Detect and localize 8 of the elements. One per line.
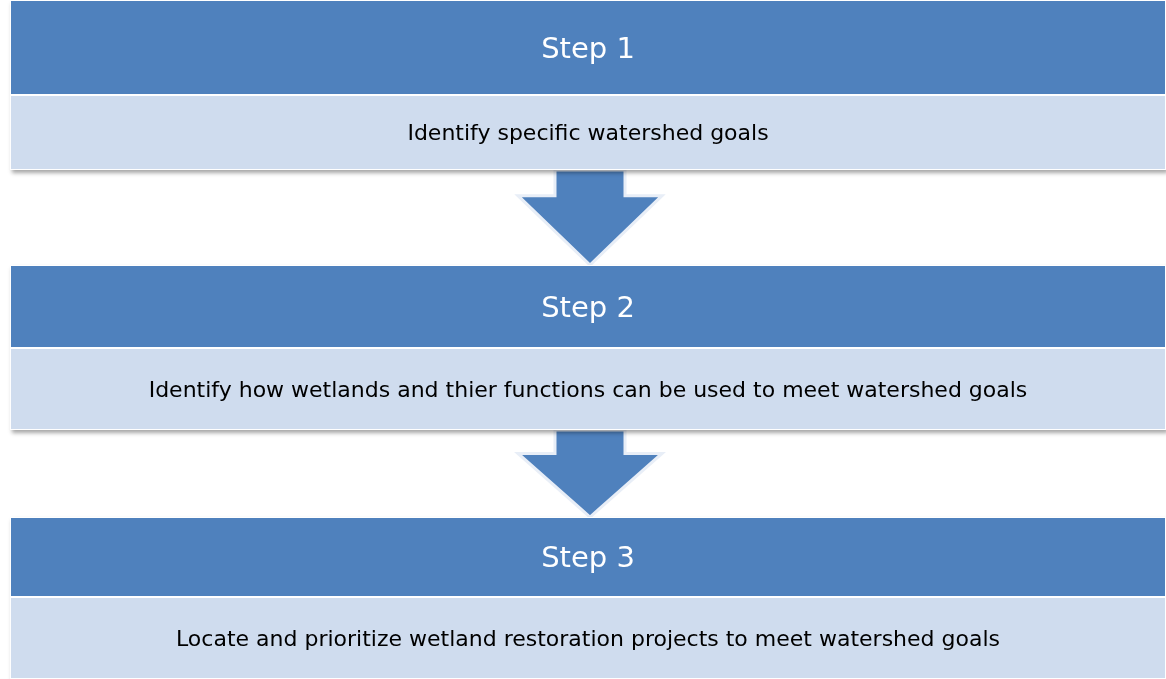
- step-description: Identify how wetlands and thier functions can be used to meet watershed goals: [148, 376, 1028, 402]
- step-title: Step 3: [541, 540, 635, 574]
- step-description: Identify specific watershed goals: [407, 120, 769, 145]
- step-title: Step 1: [541, 30, 635, 65]
- step-description: Locate and prioritize wetland restoration projects to meet watershed goals: [176, 625, 1000, 651]
- step-title: Step 2: [541, 289, 635, 324]
- block-arrow: [514, 168, 666, 268]
- block-arrow: [514, 428, 666, 519]
